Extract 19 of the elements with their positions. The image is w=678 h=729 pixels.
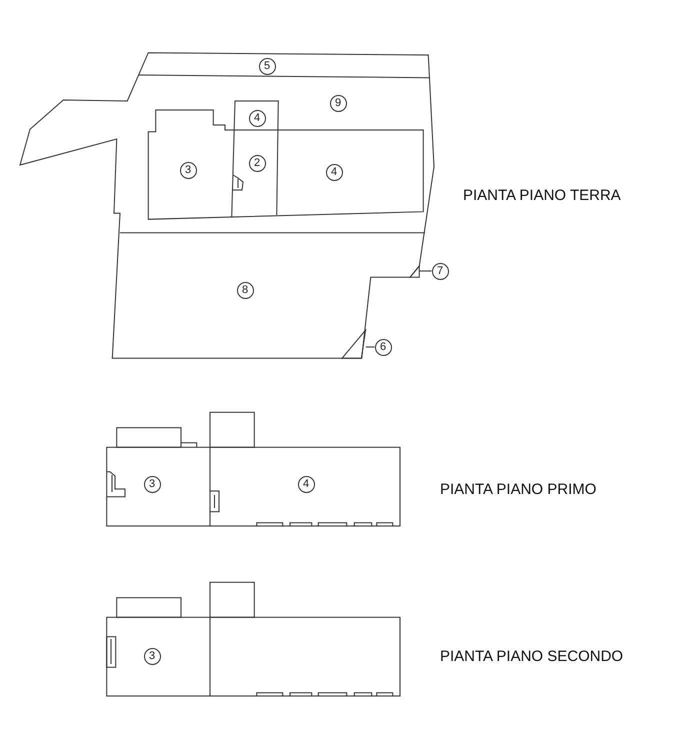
room-number-circle: 8 xyxy=(236,282,254,298)
floor-plan-title: PIANTA PIANO PRIMO xyxy=(440,481,596,498)
leader-line xyxy=(365,346,375,348)
floor-plan-title: PIANTA PIANO SECONDO xyxy=(440,648,624,665)
triangle-mark xyxy=(342,330,366,358)
room-number-circle: 4 xyxy=(248,110,266,126)
room-number-circle: 9 xyxy=(330,94,346,112)
leader-line xyxy=(418,270,432,272)
room-number-circle: 3 xyxy=(144,476,160,492)
room-number-circle: 7 xyxy=(432,262,448,280)
room-number-circle: 2 xyxy=(248,154,266,172)
room-number-circle: 3 xyxy=(180,162,196,178)
floor-plan-title: PIANTA PIANO TERRA xyxy=(463,187,621,204)
room-number-circle: 5 xyxy=(258,58,276,74)
room-number-circle: 6 xyxy=(374,338,392,356)
triangle-mark xyxy=(410,266,420,278)
room-number-circle: 4 xyxy=(326,164,342,180)
room-number-circle: 4 xyxy=(298,476,314,492)
room-number-circle: 3 xyxy=(144,648,160,664)
